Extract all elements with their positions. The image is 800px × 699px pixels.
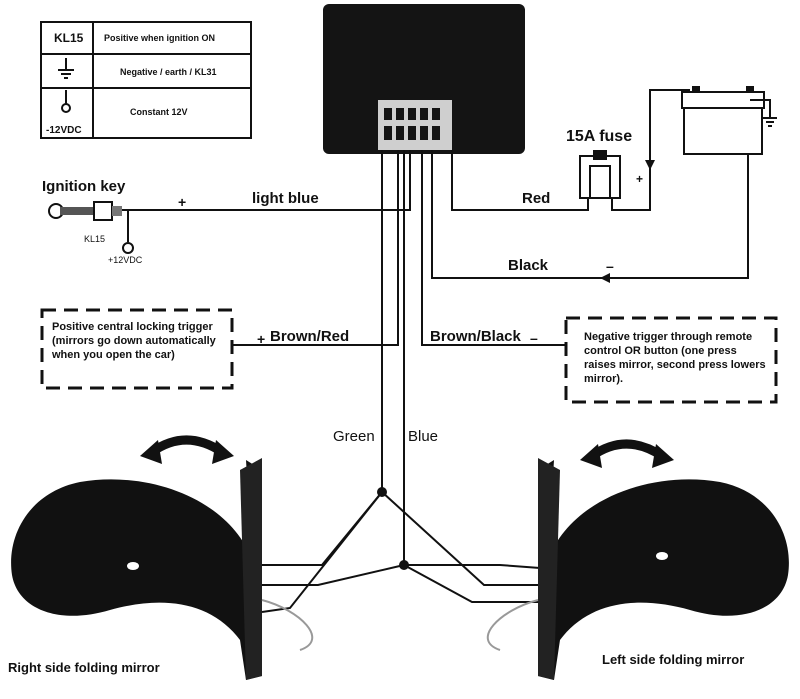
wire-label-brown-red: Brown/Red — [270, 328, 350, 345]
fuse-label: 15A fuse — [566, 128, 633, 145]
legend-desc: Positive when ignition ON — [104, 33, 216, 43]
minus-sign: – — [530, 330, 538, 346]
kl15-label: KL15 — [84, 234, 106, 244]
right-side-mirror — [11, 458, 314, 680]
legend-row: Negative / earth / KL31 — [42, 55, 250, 89]
legend-symbol: KL15 — [54, 31, 84, 45]
legend-symbol: -12VDC — [46, 125, 82, 136]
constant-12v-symbol-icon — [61, 90, 71, 113]
wires — [122, 89, 749, 613]
positive-trigger-box — [40, 308, 234, 390]
battery — [681, 86, 777, 155]
legend-table: KL15 Positive when ignition ON Negative … — [40, 21, 252, 139]
ignition-key-label: Ignition key — [42, 178, 126, 195]
plus-sign: + — [178, 194, 187, 210]
left-mirror-caption: Left side folding mirror — [602, 652, 745, 667]
wire-label-brown-black: Brown/Black — [430, 328, 521, 345]
fuse — [579, 150, 621, 199]
positive-trigger-note: Positive central locking trigger (mirror… — [52, 321, 216, 361]
wire-label-red: Red — [522, 190, 551, 207]
legend-desc: Constant 12V — [130, 107, 188, 117]
legend-row: KL15 Positive when ignition ON — [42, 23, 250, 55]
wire-label-blue: Blue — [408, 428, 439, 445]
legend-desc: Negative / earth / KL31 — [120, 67, 217, 77]
ground-symbol-icon — [58, 58, 74, 79]
legend-row: -12VDC Constant 12V — [42, 89, 250, 137]
fold-arrow-left-mirror-icon — [580, 439, 674, 468]
fold-arrow-right-mirror-icon — [140, 435, 234, 464]
negative-trigger-note: Negative trigger through remote control … — [584, 331, 766, 385]
control-module — [323, 4, 525, 154]
junction-dot — [377, 487, 387, 497]
junction-dot — [399, 560, 409, 570]
wire-label-green: Green — [333, 428, 375, 445]
minus-sign: – — [606, 258, 614, 274]
negative-trigger-box — [564, 316, 778, 404]
ignition-key-icon — [48, 201, 134, 254]
wire-label-black: Black — [508, 257, 549, 274]
ignition-12v-label: +12VDC — [108, 255, 143, 265]
plus-sign: + — [636, 172, 644, 186]
left-side-mirror — [486, 458, 789, 680]
wire-label-light-blue: light blue — [252, 190, 319, 207]
plus-sign: + — [257, 331, 266, 347]
right-mirror-caption: Right side folding mirror — [8, 660, 160, 675]
